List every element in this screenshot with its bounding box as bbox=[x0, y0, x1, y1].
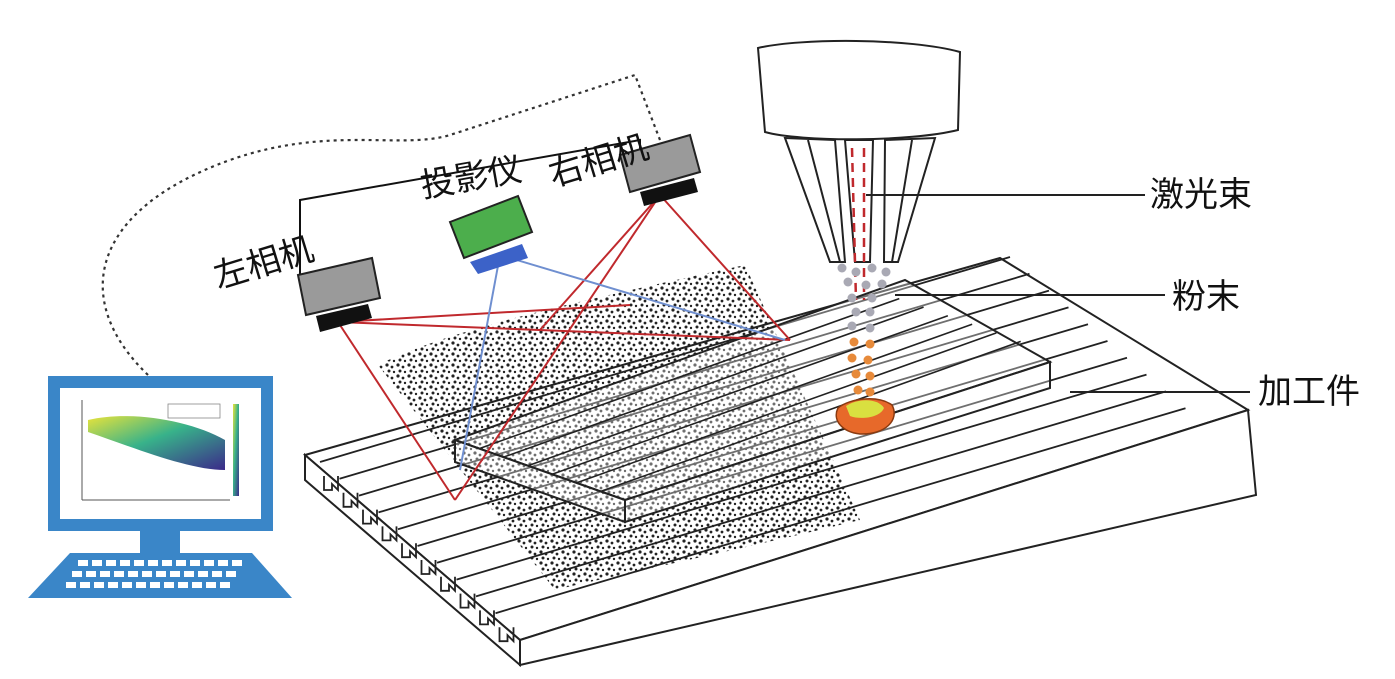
keyboard-key bbox=[162, 560, 172, 566]
label-workpiece: 加工件 bbox=[1258, 372, 1360, 412]
powder-particle bbox=[851, 307, 861, 317]
powder-particle bbox=[837, 263, 847, 273]
keyboard-key bbox=[114, 571, 124, 577]
powder-particle bbox=[851, 369, 861, 379]
speckle-pattern bbox=[378, 265, 860, 590]
keyboard-key bbox=[220, 582, 230, 588]
powder-particles bbox=[837, 263, 891, 397]
slot-profile bbox=[323, 476, 339, 493]
keyboard-key bbox=[164, 582, 174, 588]
track-line bbox=[551, 323, 973, 476]
computer-icon bbox=[28, 376, 292, 598]
keyboard-key bbox=[66, 582, 76, 588]
keyboard-key bbox=[170, 571, 180, 577]
deposited-tracks bbox=[479, 297, 1021, 493]
keyboard-key bbox=[184, 571, 194, 577]
slot-profile bbox=[498, 627, 515, 644]
keyboard-key bbox=[128, 571, 138, 577]
slot-profile bbox=[342, 492, 359, 509]
slot-profile bbox=[440, 576, 456, 593]
keyboard-key bbox=[178, 582, 188, 588]
keyboard-key bbox=[212, 571, 222, 577]
workpiece-block bbox=[452, 278, 1053, 524]
keyboard-key bbox=[108, 582, 118, 588]
powder-particle bbox=[865, 371, 875, 381]
slot-profile bbox=[459, 593, 476, 610]
keyboard-key bbox=[78, 560, 88, 566]
powder-particle bbox=[867, 293, 877, 303]
keyboard-key bbox=[232, 560, 242, 566]
keyboard-key bbox=[204, 560, 214, 566]
keyboard-key bbox=[86, 571, 96, 577]
melt-pool bbox=[835, 398, 895, 435]
keyboard-key bbox=[94, 582, 104, 588]
powder-particle bbox=[877, 279, 887, 289]
powder-particle bbox=[851, 267, 861, 277]
powder-particle bbox=[861, 280, 871, 290]
keyboard-key bbox=[150, 582, 160, 588]
powder-particle bbox=[847, 321, 857, 331]
keyboard-key bbox=[134, 560, 144, 566]
keyboard-key bbox=[226, 571, 236, 577]
keyboard-key bbox=[100, 571, 110, 577]
powder-particle bbox=[853, 385, 863, 395]
leader-lines bbox=[866, 194, 1250, 393]
keyboard-key bbox=[122, 582, 132, 588]
powder-particle bbox=[865, 307, 875, 317]
track-line bbox=[503, 306, 924, 458]
keyboard-key bbox=[148, 560, 158, 566]
powder-particle bbox=[847, 293, 857, 303]
powder-particle bbox=[865, 339, 875, 349]
keyboard-key bbox=[190, 560, 200, 566]
keyboard-key bbox=[106, 560, 116, 566]
powder-particle bbox=[865, 323, 875, 333]
track-line bbox=[479, 297, 900, 450]
track-line bbox=[576, 332, 997, 484]
keyboard-key bbox=[72, 571, 82, 577]
powder-particle bbox=[867, 263, 877, 273]
keyboard-key bbox=[218, 560, 228, 566]
slot-profile bbox=[381, 526, 398, 543]
keyboard-key bbox=[192, 582, 202, 588]
keyboard-key bbox=[206, 582, 216, 588]
keyboard-key bbox=[120, 560, 130, 566]
powder-particle bbox=[847, 353, 857, 363]
label-powder: 粉末 bbox=[1172, 277, 1240, 317]
data-cable bbox=[101, 73, 662, 376]
keyboard-key bbox=[136, 582, 146, 588]
track-line bbox=[600, 340, 1021, 493]
slot-profile bbox=[420, 560, 437, 577]
keyboard-key bbox=[92, 560, 102, 566]
powder-particle bbox=[843, 277, 853, 287]
laser-nozzle-icon bbox=[756, 39, 962, 263]
slot-profile bbox=[362, 509, 378, 526]
label-laser-beam: 激光束 bbox=[1150, 175, 1252, 215]
camera-icon bbox=[618, 133, 702, 206]
keyboard-key bbox=[142, 571, 152, 577]
powder-particle bbox=[849, 337, 859, 347]
powder-particle bbox=[881, 267, 891, 277]
slot-profile bbox=[401, 543, 417, 560]
blue-rays bbox=[459, 254, 786, 471]
keyboard-key bbox=[156, 571, 166, 577]
track-line bbox=[527, 314, 949, 467]
keyboard-key bbox=[176, 560, 186, 566]
slot-profile bbox=[479, 610, 495, 627]
projector-icon bbox=[448, 194, 534, 274]
red-rays bbox=[337, 194, 791, 501]
camera-icon bbox=[296, 256, 382, 332]
keyboard-key bbox=[198, 571, 208, 577]
powder-particle bbox=[863, 355, 873, 365]
powder-particle bbox=[865, 387, 875, 397]
keyboard-key bbox=[80, 582, 90, 588]
